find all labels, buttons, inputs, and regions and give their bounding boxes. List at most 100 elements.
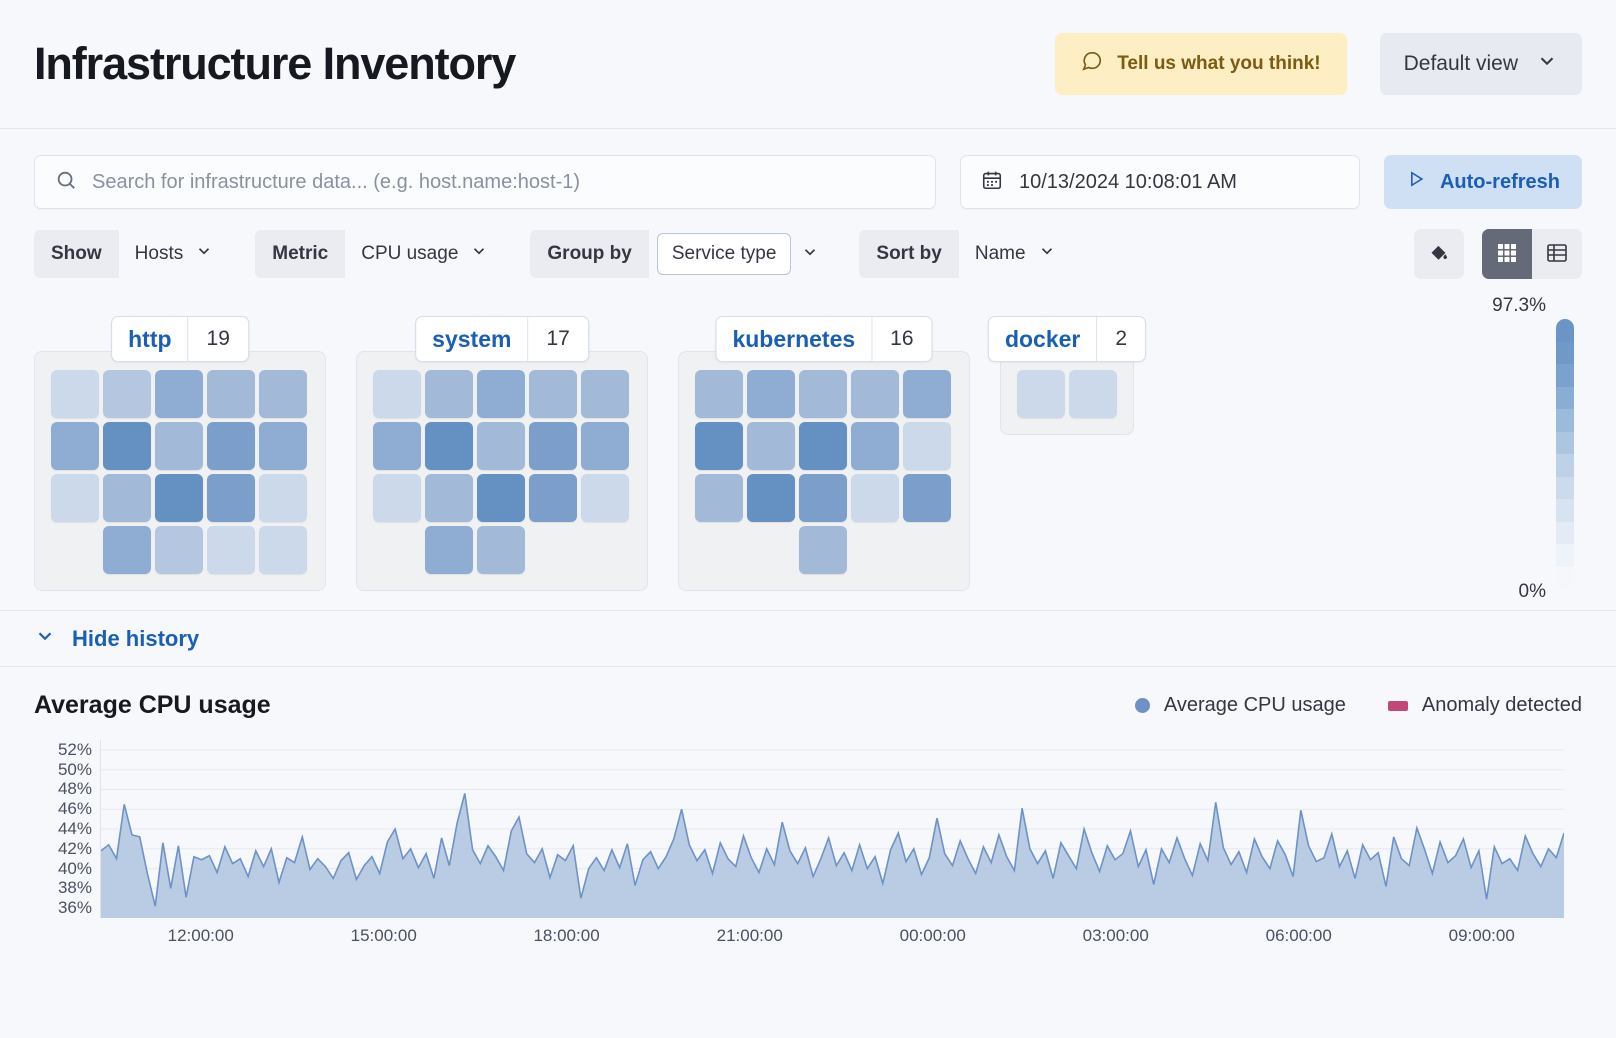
- auto-refresh-button[interactable]: Auto-refresh: [1383, 155, 1582, 209]
- host-cell[interactable]: [1017, 370, 1065, 418]
- legend-item-average-cpu-usage[interactable]: Average CPU usage: [1134, 694, 1346, 717]
- control-show-value[interactable]: Hosts: [119, 230, 230, 278]
- host-cell[interactable]: [103, 526, 151, 574]
- group-name: docker: [1004, 325, 1081, 352]
- host-cell[interactable]: [155, 422, 203, 470]
- host-cell[interactable]: [851, 474, 899, 522]
- group-count: 16: [871, 317, 931, 361]
- host-cell[interactable]: [259, 526, 307, 574]
- host-cell[interactable]: [903, 474, 951, 522]
- search-bar[interactable]: [34, 155, 936, 209]
- legend-step: [1556, 499, 1574, 522]
- table-view-button[interactable]: [1532, 229, 1582, 279]
- host-cell[interactable]: [581, 422, 629, 470]
- host-cell[interactable]: [425, 370, 473, 418]
- host-cell[interactable]: [155, 370, 203, 418]
- control-sort-by-value[interactable]: Name: [959, 230, 1072, 278]
- legend-gradient-bar: [1556, 319, 1574, 589]
- host-cell[interactable]: [747, 422, 795, 470]
- host-cell[interactable]: [373, 422, 421, 470]
- host-cell[interactable]: [851, 422, 899, 470]
- chevron-down-icon[interactable]: [801, 243, 833, 266]
- header-actions: Tell us what you think! Default view: [1055, 33, 1582, 95]
- control-show-label: Show: [34, 230, 119, 278]
- host-cell[interactable]: [259, 422, 307, 470]
- control-metric-value[interactable]: CPU usage: [345, 230, 504, 278]
- host-cell[interactable]: [529, 474, 577, 522]
- auto-refresh-label: Auto-refresh: [1439, 170, 1560, 193]
- default-view-label: Default view: [1403, 52, 1518, 75]
- chevron-down-icon: [1536, 50, 1558, 78]
- legend-step: [1556, 409, 1574, 432]
- host-cell[interactable]: [51, 474, 99, 522]
- host-cell[interactable]: [747, 474, 795, 522]
- host-cell[interactable]: [529, 370, 577, 418]
- host-cell[interactable]: [529, 422, 577, 470]
- toolbar-row-search: 10/13/2024 10:08:01 AM Auto-refresh: [34, 155, 1582, 209]
- host-cell[interactable]: [799, 370, 847, 418]
- host-cell[interactable]: [207, 526, 255, 574]
- host-cell[interactable]: [425, 422, 473, 470]
- legend-max-label: 97.3%: [1492, 295, 1546, 316]
- history-bar: Hide history: [0, 611, 1616, 667]
- host-cell-grid: [1015, 368, 1119, 420]
- host-cell[interactable]: [1069, 370, 1117, 418]
- legend-item-anomaly-detected[interactable]: Anomaly detected: [1387, 694, 1582, 717]
- host-cell[interactable]: [695, 370, 743, 418]
- y-axis-tick: 50%: [57, 759, 92, 779]
- grid-view-button[interactable]: [1482, 229, 1532, 279]
- host-cell[interactable]: [207, 422, 255, 470]
- host-cell[interactable]: [155, 526, 203, 574]
- host-cell[interactable]: [477, 422, 525, 470]
- host-cell[interactable]: [155, 474, 203, 522]
- feedback-button[interactable]: Tell us what you think!: [1055, 33, 1347, 95]
- host-cell[interactable]: [373, 370, 421, 418]
- host-cell[interactable]: [747, 370, 795, 418]
- host-cell[interactable]: [799, 474, 847, 522]
- host-cell[interactable]: [581, 370, 629, 418]
- host-cell[interactable]: [259, 370, 307, 418]
- host-cell[interactable]: [851, 370, 899, 418]
- host-cell[interactable]: [207, 370, 255, 418]
- host-cell[interactable]: [695, 422, 743, 470]
- host-cell[interactable]: [425, 474, 473, 522]
- control-sort-by-value-text: Name: [974, 243, 1026, 264]
- default-view-selector[interactable]: Default view: [1379, 33, 1582, 95]
- host-cell[interactable]: [799, 526, 847, 574]
- host-cell[interactable]: [103, 474, 151, 522]
- host-cell[interactable]: [425, 526, 473, 574]
- date-picker[interactable]: 10/13/2024 10:08:01 AM: [959, 155, 1360, 209]
- host-cell[interactable]: [259, 474, 307, 522]
- chart-plot[interactable]: [100, 740, 1564, 918]
- chart-line: [101, 793, 1564, 907]
- legend-color-button[interactable]: [1414, 229, 1464, 279]
- control-group-by-value[interactable]: Service type: [656, 233, 792, 275]
- control-group-by: Group by Service type: [530, 230, 833, 278]
- host-cell[interactable]: [477, 474, 525, 522]
- host-cell[interactable]: [903, 422, 951, 470]
- host-cell[interactable]: [207, 474, 255, 522]
- host-cell[interactable]: [903, 370, 951, 418]
- group-count: 17: [527, 317, 587, 361]
- host-cell[interactable]: [373, 474, 421, 522]
- hide-history-toggle[interactable]: Hide history: [34, 625, 199, 653]
- host-cell[interactable]: [477, 526, 525, 574]
- host-cell[interactable]: [51, 370, 99, 418]
- host-cell[interactable]: [51, 422, 99, 470]
- host-cell[interactable]: [103, 422, 151, 470]
- search-input[interactable]: [92, 170, 915, 194]
- host-cell[interactable]: [477, 370, 525, 418]
- host-cell[interactable]: [581, 474, 629, 522]
- y-axis-tick: 44%: [57, 819, 92, 838]
- host-cell[interactable]: [103, 370, 151, 418]
- host-cell[interactable]: [799, 422, 847, 470]
- host-cell[interactable]: [695, 474, 743, 522]
- chevron-down-icon: [34, 625, 56, 653]
